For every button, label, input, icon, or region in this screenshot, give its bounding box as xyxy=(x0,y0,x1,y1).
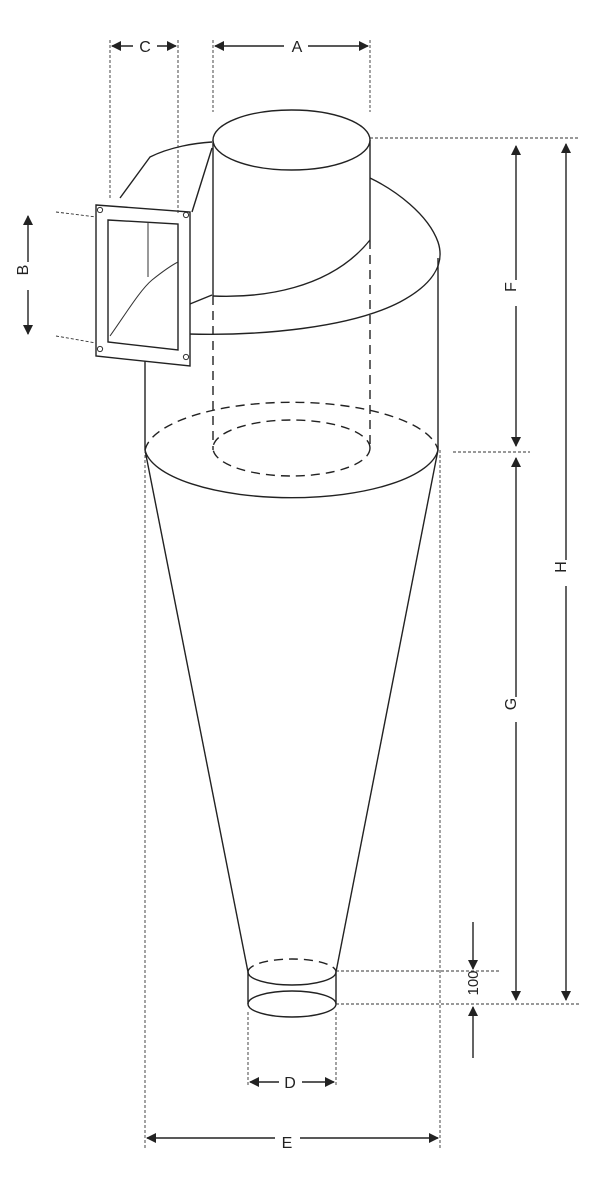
dim-100: 100 xyxy=(465,922,482,1058)
label-f: F xyxy=(503,282,520,292)
dim-c: C xyxy=(111,39,177,56)
label-100: 100 xyxy=(465,970,482,995)
dim-b: B xyxy=(15,215,33,335)
vortex-pipe-top-ellipse xyxy=(212,109,371,171)
flange-bolt-bottom-right xyxy=(182,353,190,361)
label-b: B xyxy=(15,265,32,276)
cone-top-rim-front xyxy=(144,449,439,499)
flange-opening xyxy=(107,219,179,351)
ext-b-bottom xyxy=(55,335,97,344)
cone-top-rim-back xyxy=(144,401,439,451)
flange-bolt-top-left xyxy=(96,206,104,214)
outlet-bottom-front xyxy=(247,1003,337,1018)
cone-left-edge xyxy=(144,449,249,973)
outlet-top-back xyxy=(247,958,337,973)
lid-front-curve xyxy=(187,177,441,335)
extension-lines xyxy=(55,40,580,1148)
vortex-pipe-base-curve xyxy=(212,239,371,297)
dim-g: G xyxy=(503,457,521,1001)
inlet-top-edge xyxy=(191,147,213,213)
dim-f: F xyxy=(503,145,521,447)
label-h: H xyxy=(553,561,570,573)
outlet-bottom-back xyxy=(247,990,337,1005)
vortex-hidden-bottom-ellipse xyxy=(212,419,371,477)
label-c: C xyxy=(139,39,151,56)
label-e: E xyxy=(282,1135,293,1152)
dim-h: H xyxy=(553,143,571,1001)
dust-outlet xyxy=(247,958,337,1018)
flange-bolt-bottom-left xyxy=(96,345,104,353)
inlet-flange xyxy=(95,204,191,367)
outlet-top-front xyxy=(247,971,337,986)
cone-right-edge xyxy=(335,449,439,973)
cone-section xyxy=(144,401,439,973)
lid-back-curve xyxy=(119,141,213,199)
label-d: D xyxy=(284,1075,296,1092)
flange-inner-curve xyxy=(109,261,179,337)
dim-a: A xyxy=(214,39,369,56)
dim-d: D xyxy=(249,1075,335,1092)
label-g: G xyxy=(503,698,520,710)
ext-b-top xyxy=(55,211,97,218)
label-a: A xyxy=(292,39,303,56)
dim-e: E xyxy=(146,1133,439,1152)
vortex-finder xyxy=(212,109,371,477)
flange-bolt-top-right xyxy=(182,211,190,219)
